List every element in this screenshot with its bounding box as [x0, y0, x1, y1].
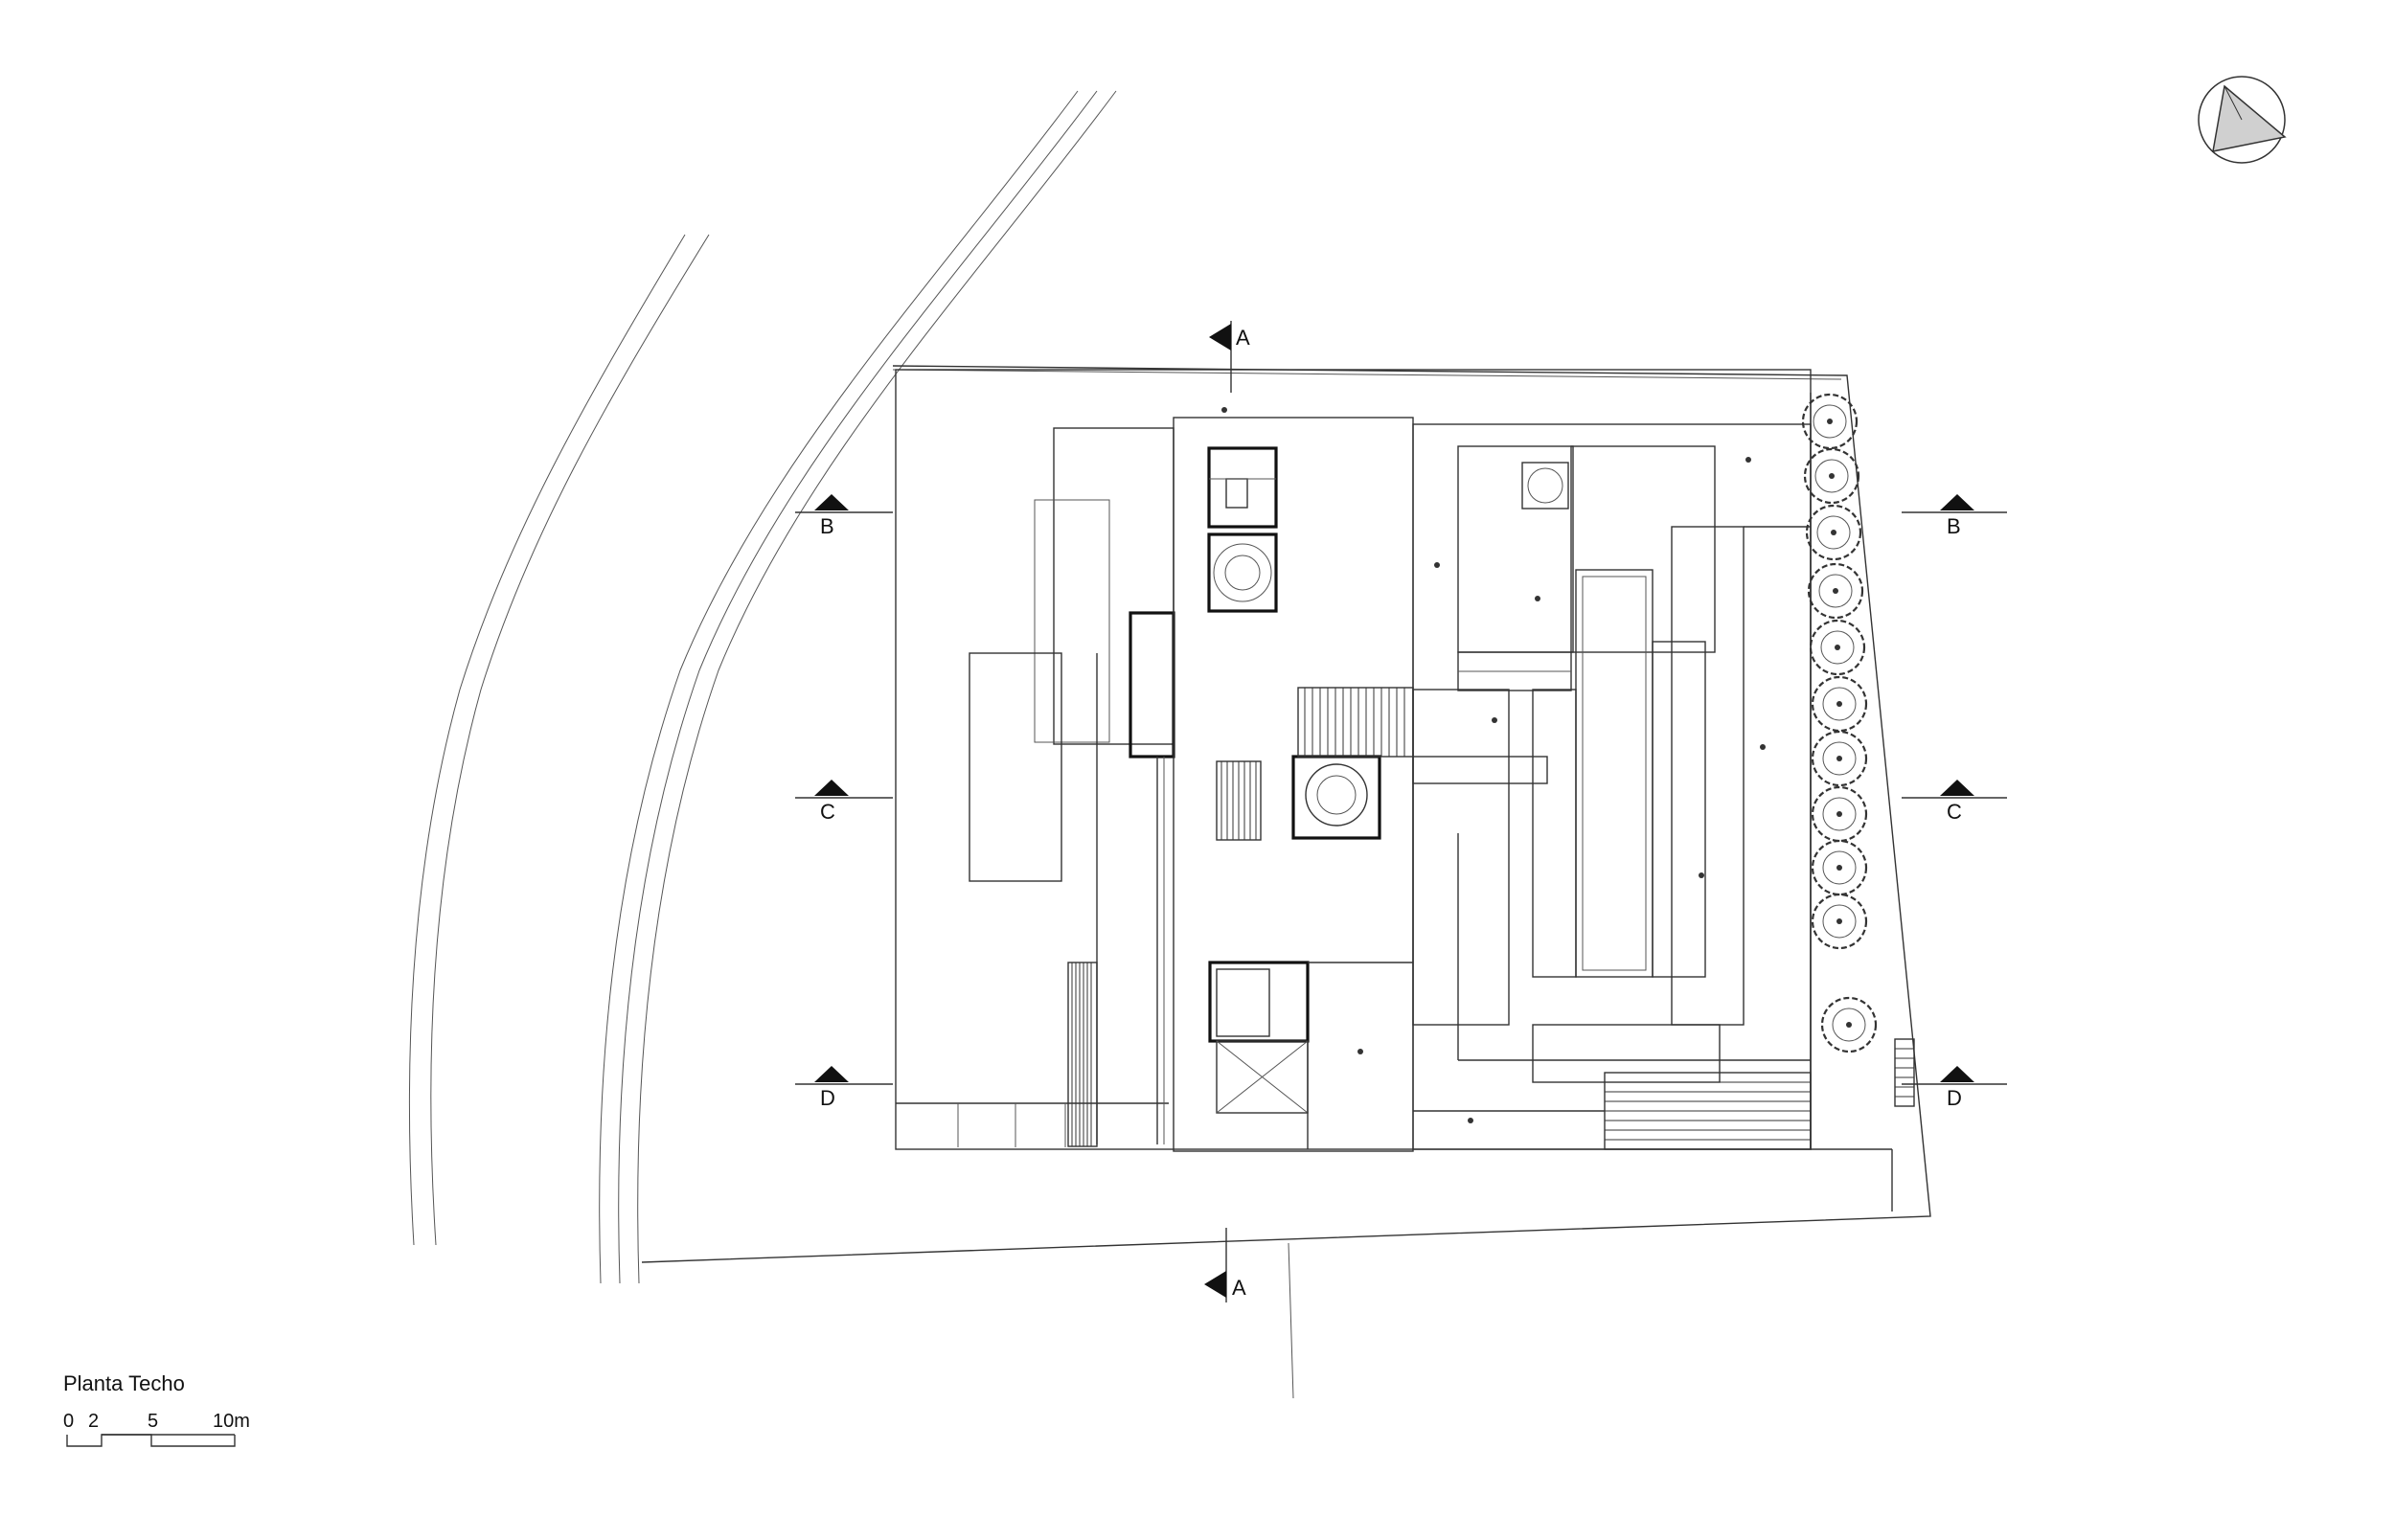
scale-label-10m: 10m	[213, 1411, 250, 1432]
tree-icon	[1811, 785, 1868, 843]
north-arrow-icon	[2198, 76, 2287, 164]
road-lines	[408, 90, 1117, 1284]
tree-row	[1801, 393, 1878, 1053]
left-wing-roofs	[969, 427, 1175, 1147]
stair-left	[1067, 962, 1098, 1147]
tree-icon	[1811, 730, 1868, 787]
right-wing	[1412, 423, 1812, 1150]
tree-icon	[1809, 619, 1866, 676]
section-label-b-right: B	[1947, 514, 1961, 538]
tree-icon	[1811, 839, 1868, 896]
section-label-c-left: C	[820, 800, 835, 824]
section-label-c-right: C	[1947, 800, 1962, 824]
section-label-d-left: D	[820, 1086, 835, 1110]
section-marker-d-right: D	[1902, 1066, 2007, 1110]
bottom-deck-hatch	[1604, 1072, 1812, 1150]
site-boundary	[641, 365, 1931, 1399]
section-label-d-right: D	[1947, 1086, 1962, 1110]
building-outline	[895, 369, 1812, 1150]
tree-icon	[1807, 562, 1864, 620]
tree-icon	[1820, 996, 1878, 1053]
tree-icon	[1805, 504, 1862, 561]
pergola-hatch	[1297, 687, 1414, 758]
drawing-title: Planta Techo	[63, 1371, 185, 1395]
section-marker-a-top: A	[1209, 321, 1250, 393]
section-marker-c-right: C	[1902, 780, 2007, 824]
section-label-a-bottom: A	[1232, 1276, 1246, 1300]
bridge	[1412, 756, 1548, 784]
section-marker-b-right: B	[1902, 494, 2007, 538]
scale-label-5: 5	[148, 1411, 158, 1432]
tree-icon	[1811, 675, 1868, 733]
tree-icon	[1811, 893, 1868, 950]
section-marker-c-left: C	[795, 780, 893, 824]
pool	[1575, 569, 1654, 978]
section-label-b-left: B	[820, 514, 834, 538]
section-marker-b-left: B	[795, 494, 893, 538]
scale-label-2: 2	[88, 1411, 99, 1432]
deck-hatch	[1220, 761, 1257, 840]
scale-label-0: 0	[63, 1411, 74, 1432]
level-marks	[1221, 407, 1766, 1123]
scale-bar: 0 2 5 10m	[63, 1411, 250, 1447]
section-marker-a-bottom: A	[1204, 1228, 1246, 1302]
section-label-a-top: A	[1236, 326, 1250, 350]
tree-icon	[1803, 447, 1860, 505]
tree-icon	[1801, 393, 1859, 450]
central-block	[1173, 417, 1414, 1152]
section-marker-d-left: D	[795, 1066, 893, 1110]
